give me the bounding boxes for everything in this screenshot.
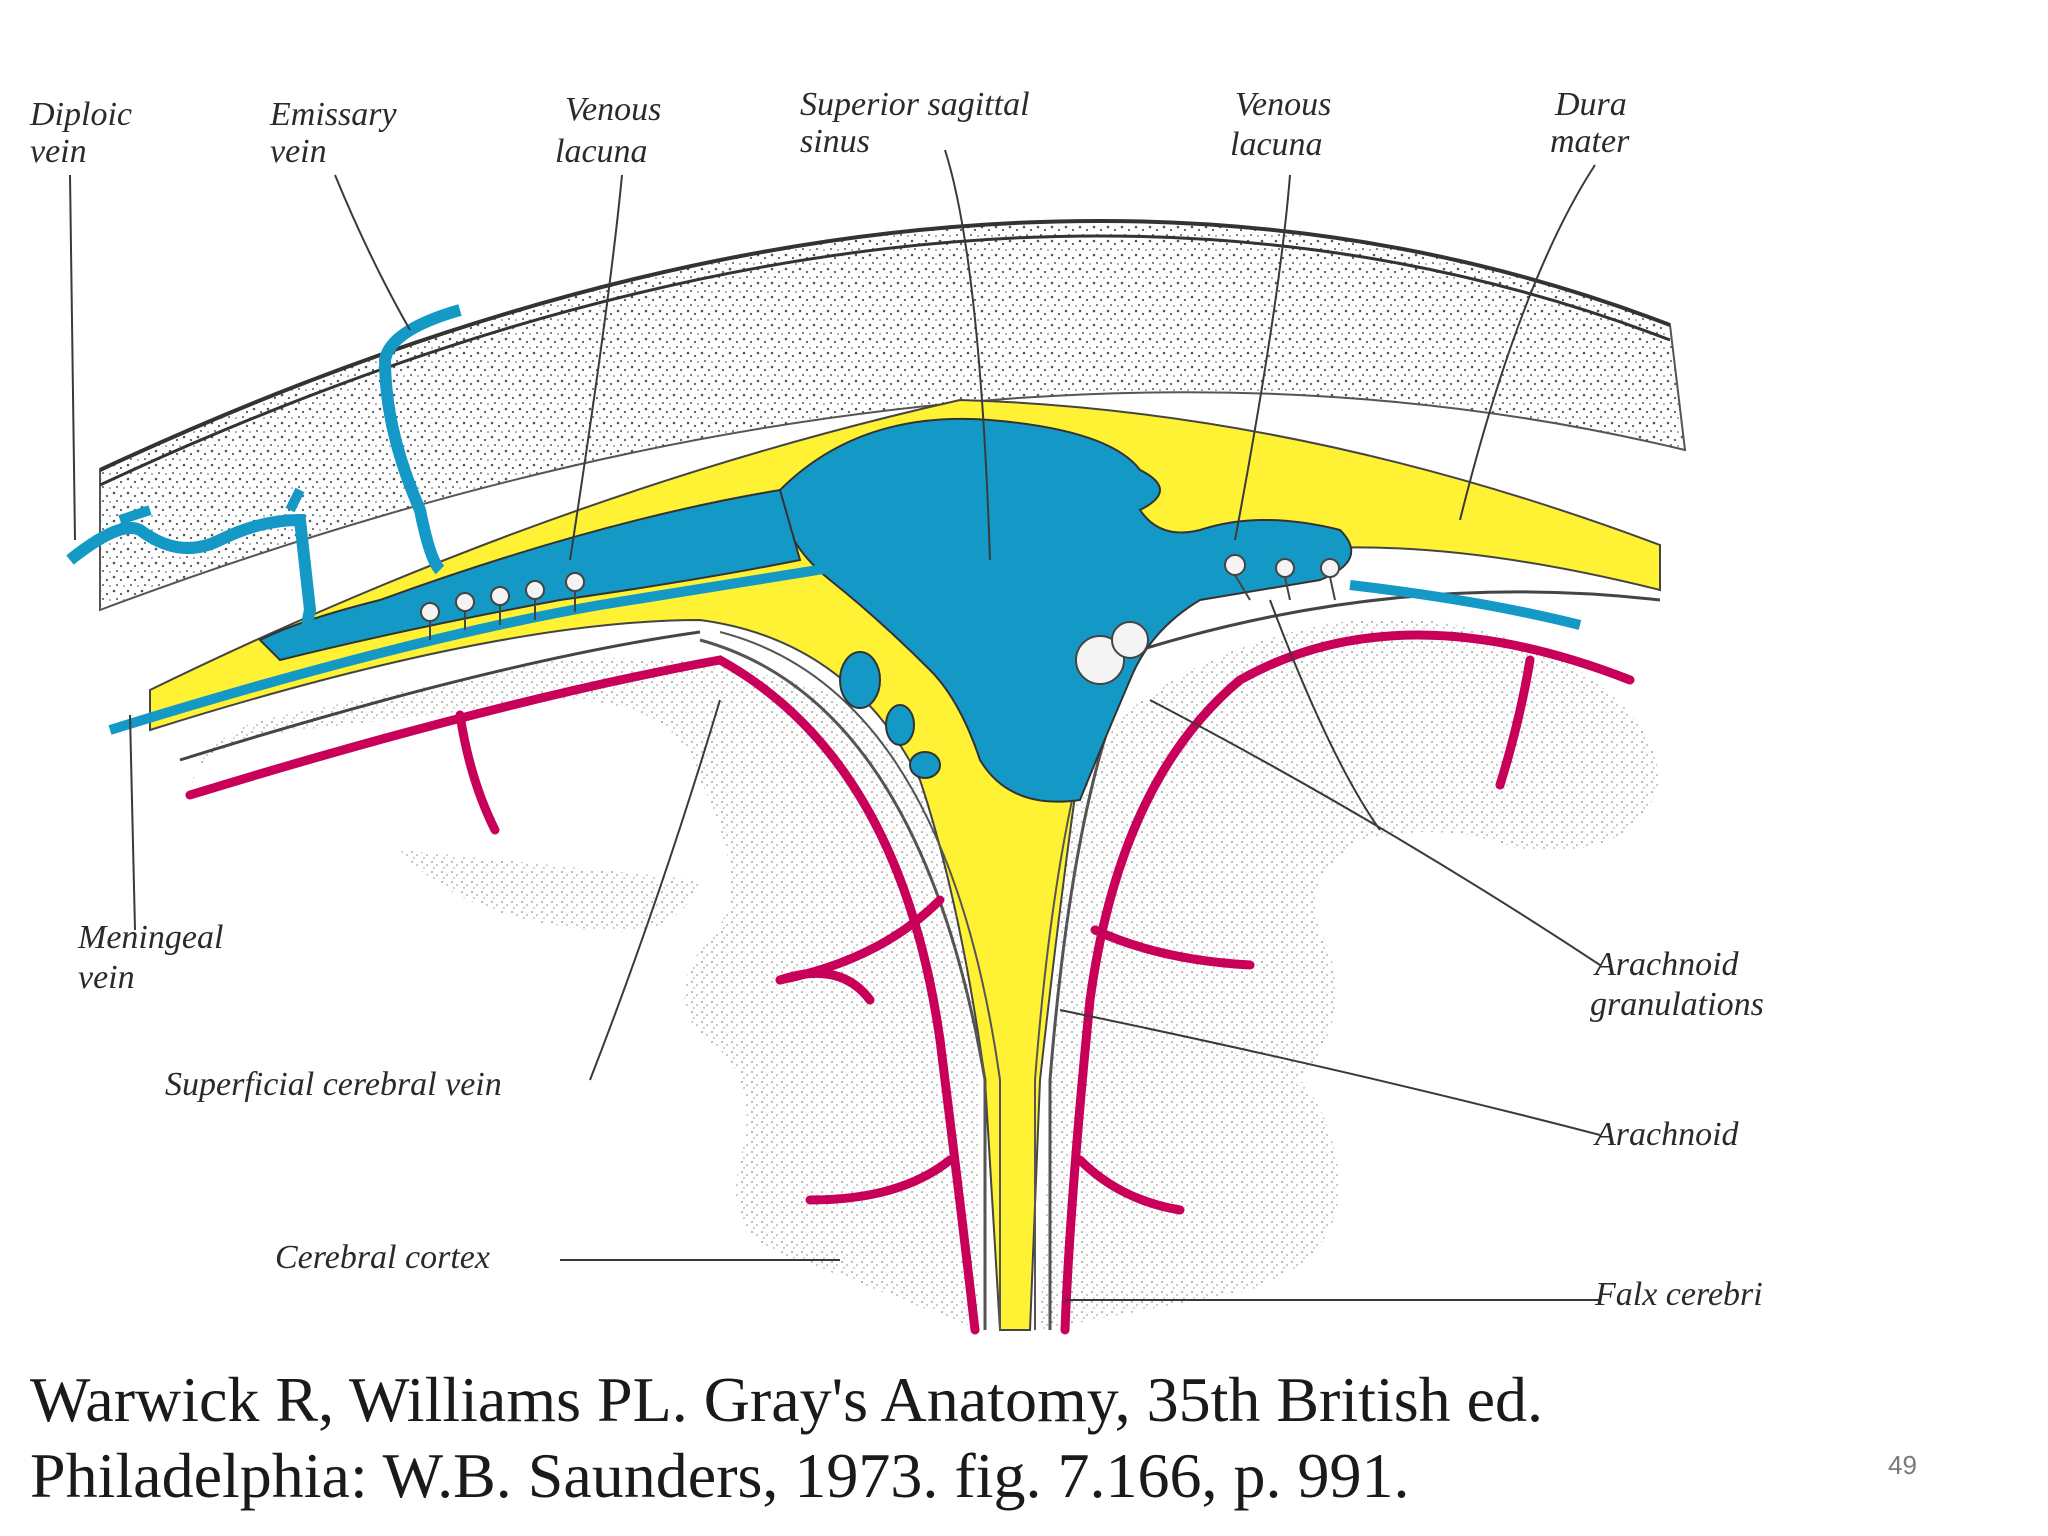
label-superior-sagittal-sinus-2: sinus: [800, 123, 870, 160]
label-arachnoid: Arachnoid: [1593, 1116, 1740, 1153]
label-falx-cerebri: Falx cerebri: [1594, 1276, 1763, 1313]
label-arachnoid-granulations-2: granulations: [1590, 986, 1764, 1023]
label-superficial-cerebral-vein: Superficial cerebral vein: [165, 1066, 502, 1103]
label-emissary-vein-1: Emissary: [269, 96, 397, 133]
label-venous-lacuna-left-2: lacuna: [555, 133, 648, 170]
label-venous-lacuna-right-2: lacuna: [1230, 126, 1323, 163]
citation-line-1: Warwick R, Williams PL. Gray's Anatomy, …: [30, 1364, 1543, 1435]
label-emissary-vein-2: vein: [270, 133, 327, 170]
label-meningeal-vein-2: vein: [78, 959, 135, 996]
leader-lines: [69, 149, 1601, 1301]
arachnoid-granulations: [420, 554, 1340, 685]
label-diploic-vein-1: Diploic: [29, 96, 132, 133]
label-dura-mater-1: Dura: [1554, 86, 1627, 123]
cerebral-cortex: [190, 618, 1660, 1330]
figure-labels: Diploic vein Emissary vein Venous lacuna…: [29, 86, 1764, 1313]
label-cerebral-cortex: Cerebral cortex: [275, 1239, 490, 1276]
label-venous-lacuna-right-1: Venous: [1235, 86, 1331, 123]
label-arachnoid-granulations-1: Arachnoid: [1593, 946, 1740, 983]
label-dura-mater-2: mater: [1550, 123, 1630, 160]
label-meningeal-vein-1: Meningeal: [77, 919, 223, 956]
label-diploic-vein-2: vein: [30, 133, 87, 170]
venous-system: [66, 304, 1582, 803]
label-venous-lacuna-left-1: Venous: [565, 91, 661, 128]
citation-line-2: Philadelphia: W.B. Saunders, 1973. fig. …: [30, 1440, 1410, 1511]
cerebral-veins: [185, 630, 1635, 1335]
label-superior-sagittal-sinus-1: Superior sagittal: [800, 86, 1030, 123]
slide-number: 49: [1888, 1450, 1917, 1480]
figure-citation: Warwick R, Williams PL. Gray's Anatomy, …: [30, 1362, 1890, 1514]
skull-bone: [99, 218, 1687, 612]
